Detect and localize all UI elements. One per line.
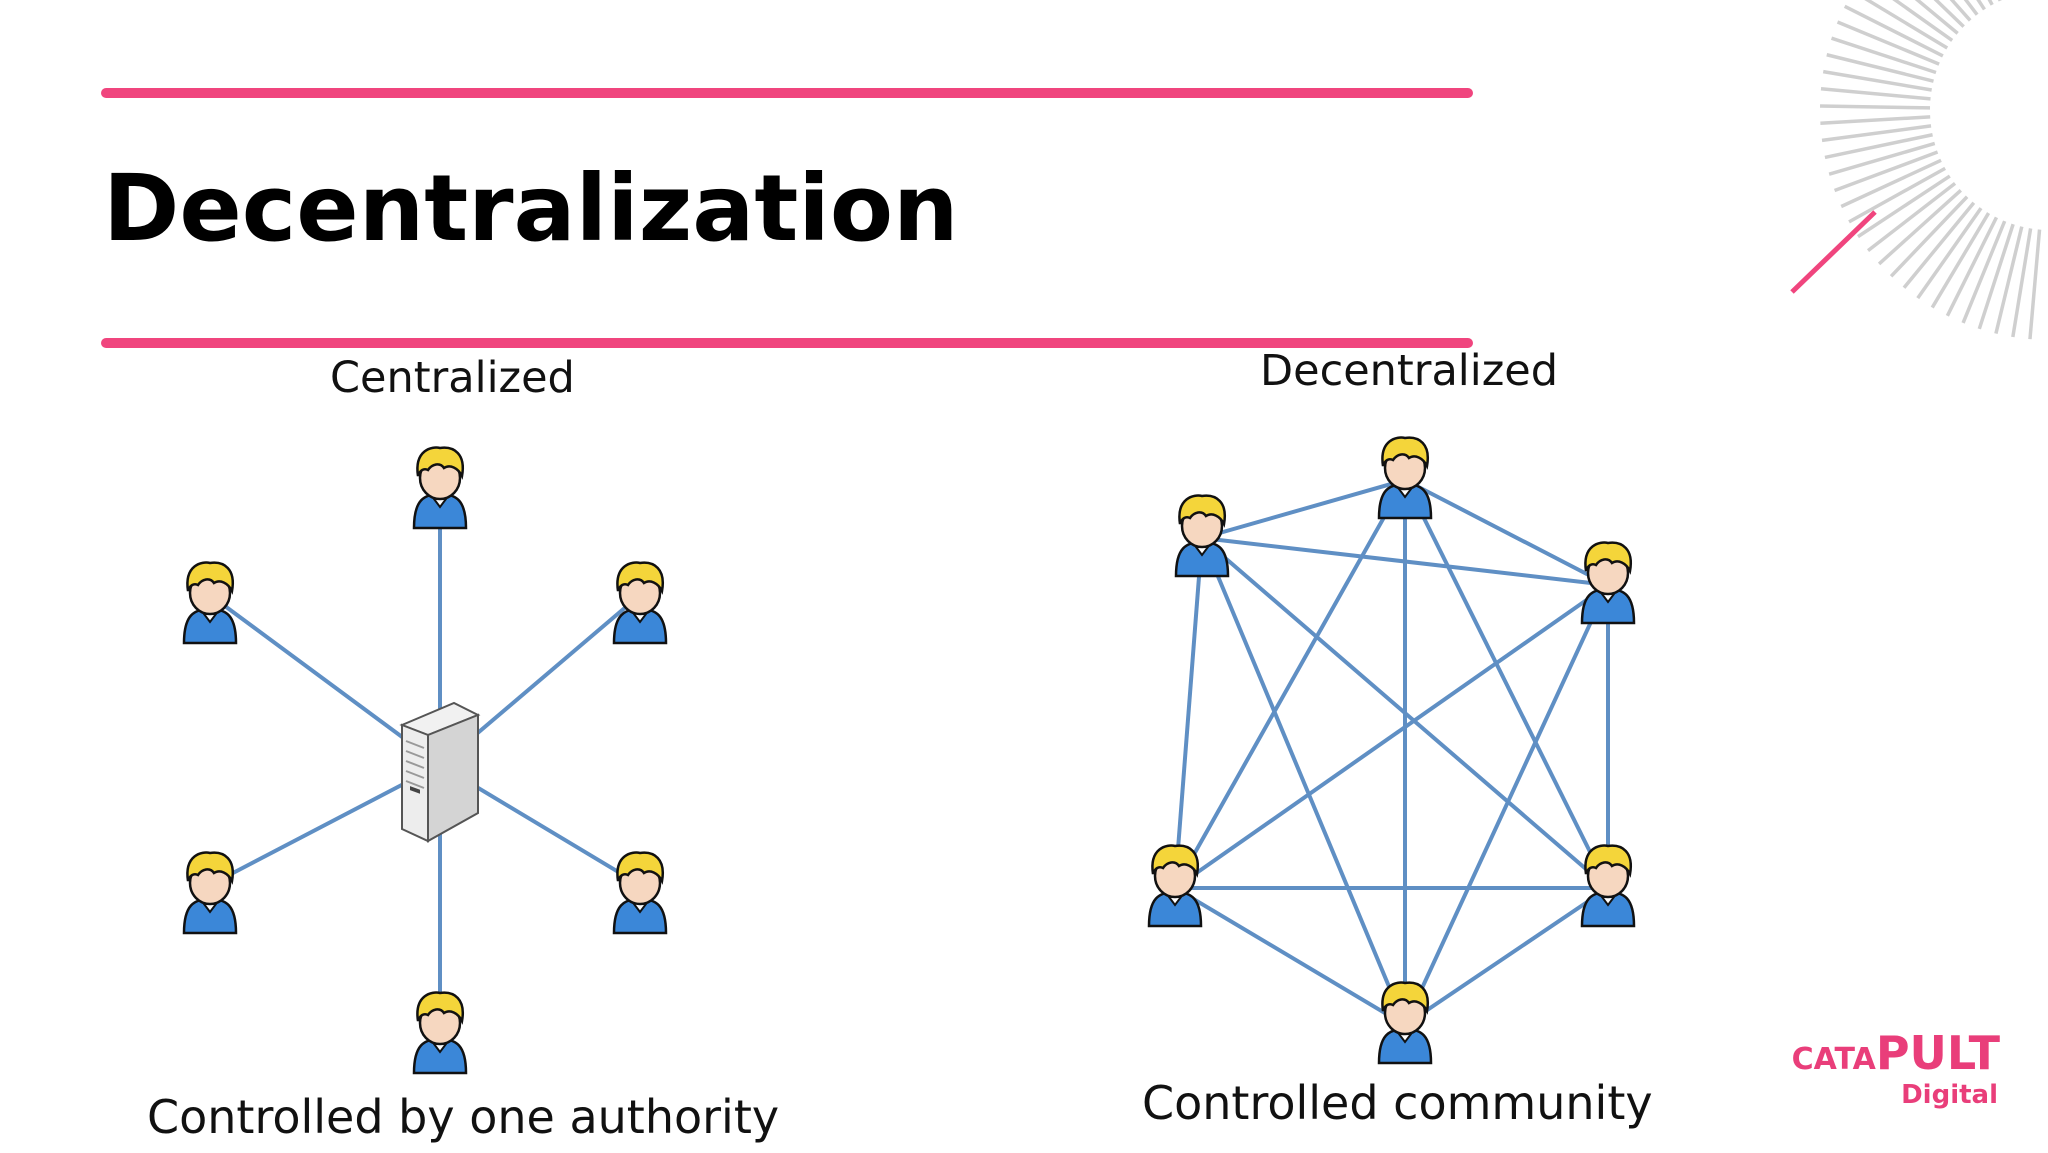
burst-ray: [1830, 36, 1937, 75]
burst-ray: [1994, 226, 2024, 334]
burst-ray: [1877, 188, 1962, 266]
burst-ray: [1916, 207, 1983, 300]
burst-ray: [1833, 150, 1939, 193]
user-icon: [182, 561, 238, 645]
bottom-accent-rule: [101, 338, 1473, 348]
user-icon: [612, 851, 668, 935]
burst-ray: [1857, 174, 1951, 239]
burst-ray: [1822, 69, 1932, 92]
user-icon: [1580, 844, 1636, 928]
logo-subtitle: Digital: [1901, 1080, 1998, 1110]
user-icon: [612, 561, 668, 645]
mesh-edge: [1403, 479, 1610, 889]
burst-ray: [2011, 228, 2033, 338]
user-icon: [1147, 844, 1203, 928]
decentralized-caption: Controlled community: [1142, 1076, 1653, 1130]
mesh-edge: [1403, 886, 1610, 1027]
mesh-edge: [1173, 479, 1407, 889]
centralized-caption: Controlled by one authority: [147, 1090, 780, 1144]
burst-ray: [1963, 0, 1979, 16]
burst-ray: [1826, 53, 1934, 83]
mesh-edge: [1404, 478, 1609, 587]
burst-ray: [1820, 115, 1931, 125]
user-icon: [1377, 436, 1433, 520]
burst-ray: [1820, 87, 1931, 101]
burst-ray: [1933, 0, 1965, 28]
burst-ray: [1848, 166, 1946, 224]
burst-accent-ray: [1790, 210, 1877, 294]
burst-ray: [2028, 229, 2042, 340]
user-icon: [1377, 981, 1433, 1065]
burst-ray: [1949, 0, 1972, 22]
burst-ray: [1866, 181, 1957, 253]
mesh-edge: [1403, 584, 1610, 1026]
mesh-edge: [1173, 886, 1407, 1027]
burst-ray: [1821, 124, 1932, 143]
logo-wordmark: CATAPULT: [1792, 1030, 2000, 1076]
mesh-edge: [1200, 537, 1407, 1026]
burst-ray: [1836, 20, 1940, 66]
burst-ray: [1889, 195, 1969, 278]
logo-wordmark-small: CATA: [1791, 1042, 1876, 1077]
decentralized-label: Decentralized: [1260, 346, 1559, 396]
burst-ray: [1864, 0, 1949, 50]
burst-ray: [1945, 216, 1999, 317]
user-icon: [1580, 541, 1636, 625]
mesh-edge: [1201, 478, 1406, 540]
burst-ray: [1930, 212, 1991, 309]
catapult-logo: CATAPULT Digital: [1792, 1030, 2000, 1110]
burst-ray: [1892, 0, 1954, 42]
burst-ray: [1824, 133, 1933, 160]
burst-ray: [1914, 0, 1959, 35]
logo-wordmark-big: PULT: [1875, 1026, 2000, 1080]
page-title: Decentralization: [103, 155, 959, 262]
user-icon: [412, 991, 468, 1075]
burst-ray: [1840, 158, 1942, 209]
top-accent-rule: [101, 88, 1473, 98]
user-icon: [1174, 494, 1230, 578]
mesh-edge: [1173, 583, 1610, 890]
burst-ray: [1961, 220, 2007, 324]
burst-ray: [1902, 201, 1976, 289]
user-icon: [412, 446, 468, 530]
burst-ray: [1843, 4, 1944, 58]
burst-ray: [1820, 104, 1931, 110]
server-icon: [399, 701, 481, 843]
centralized-label: Centralized: [330, 353, 575, 403]
user-icon: [182, 851, 238, 935]
mesh-edge: [1173, 537, 1204, 889]
burst-ray: [1977, 223, 2015, 330]
burst-ray: [1828, 141, 1936, 176]
